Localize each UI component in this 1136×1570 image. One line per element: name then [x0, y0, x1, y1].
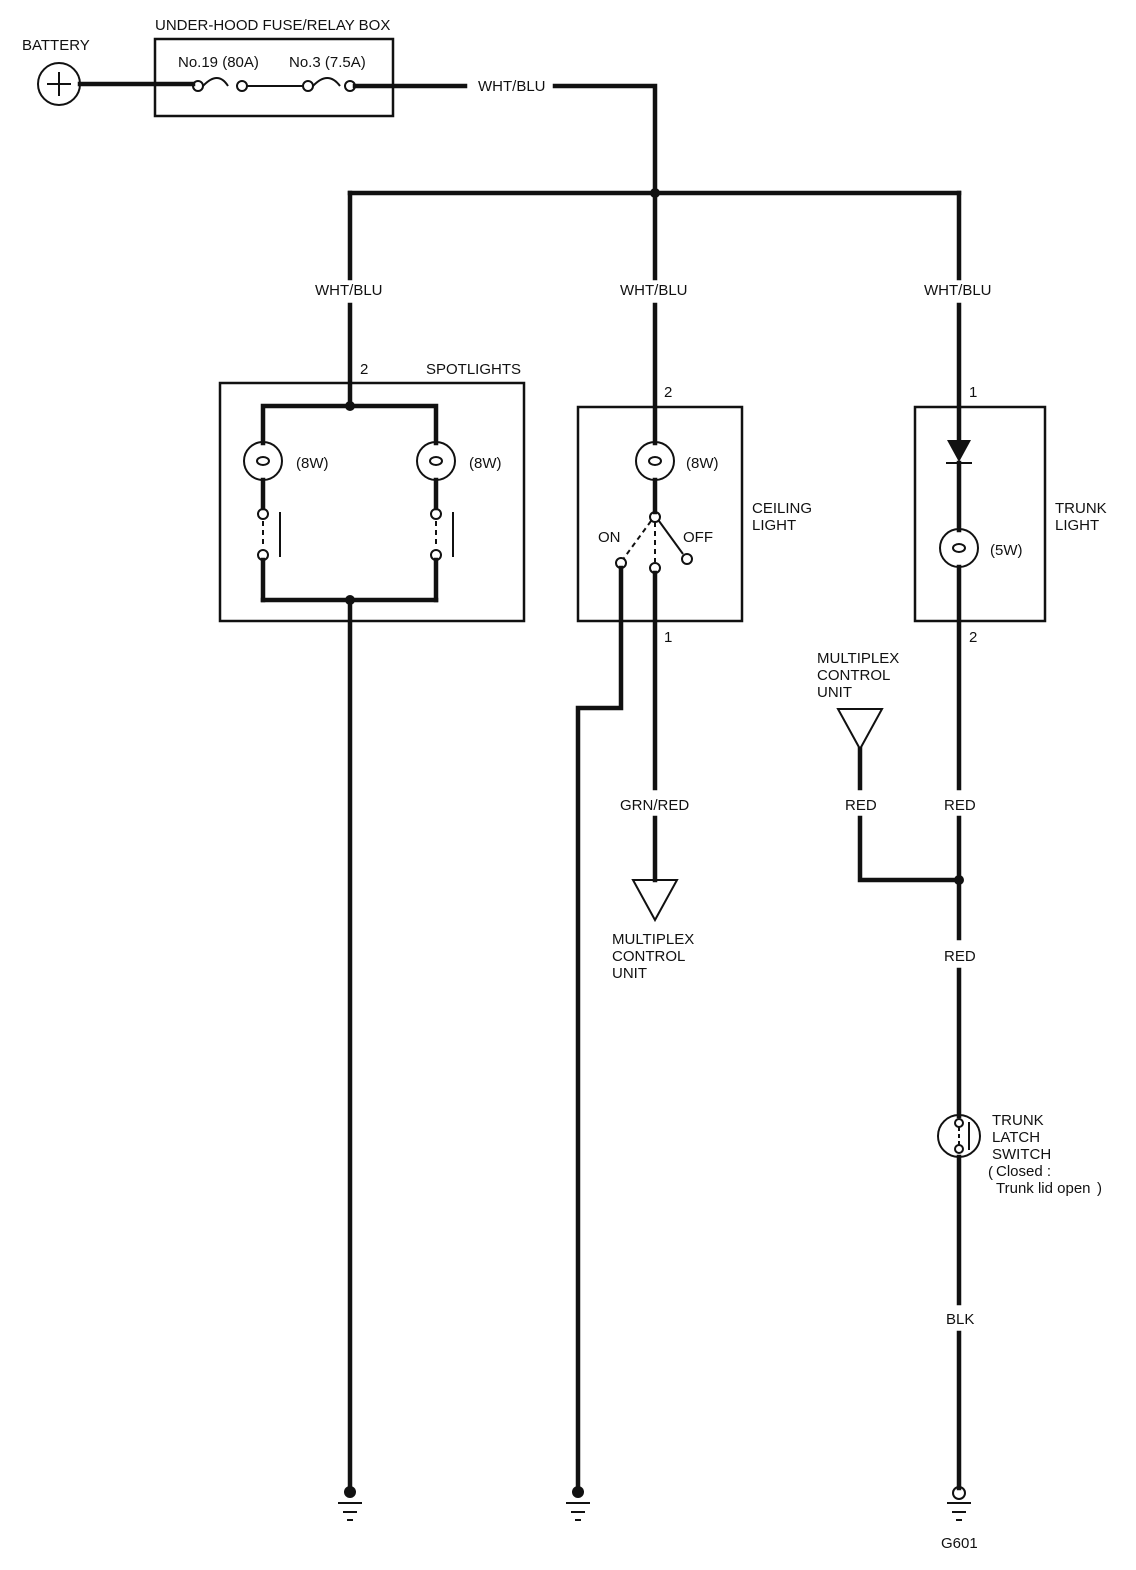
- ceiling-bulb-icon: [635, 441, 675, 481]
- spot-right-switch-icon: [430, 508, 454, 561]
- ceiling-title-2: LIGHT: [752, 517, 796, 534]
- trunk-red-junction: [954, 875, 964, 885]
- trunk-light-box: [913, 405, 1047, 623]
- spot-right-bulb-icon: [416, 441, 456, 481]
- latch-line3: SWITCH: [992, 1146, 1051, 1163]
- fuse-box-title: UNDER-HOOD FUSE/RELAY BOX: [155, 17, 390, 34]
- latch-paren-close: ): [1097, 1180, 1102, 1197]
- mcu-lower-line1: MULTIPLEX: [612, 931, 694, 948]
- spot-left-bulb-label: (8W): [296, 455, 329, 472]
- trunk-title-2: LIGHT: [1055, 517, 1099, 534]
- spotlights-box: [218, 381, 526, 623]
- main-feed-wire: [552, 83, 658, 196]
- main-wire-label: WHT/BLU: [478, 78, 546, 95]
- spot-top-rail: [260, 403, 439, 446]
- spot-ground-icon: [338, 1486, 362, 1521]
- ceiling-switch-icon: [615, 511, 693, 574]
- spot-top-junction: [345, 401, 355, 411]
- trunk-wire-label: WHT/BLU: [924, 282, 992, 299]
- battery-symbol: [37, 62, 81, 106]
- mcu-lower-line2: CONTROL: [612, 948, 685, 965]
- fuse-3-label: No.3 (7.5A): [289, 54, 366, 71]
- ceiling-title-1: CEILING: [752, 500, 812, 517]
- mcu-upper-line2: CONTROL: [817, 667, 890, 684]
- ceiling-light-box: [576, 405, 744, 623]
- trunk-pin-bottom: 2: [969, 629, 977, 646]
- latch-line1: TRUNK: [992, 1112, 1044, 1129]
- ceiling-bulb-label: (8W): [686, 455, 719, 472]
- mcu-red-label: RED: [845, 797, 877, 814]
- fuse-19-symbol: [192, 77, 248, 92]
- trunk-red-upper-label: RED: [944, 797, 976, 814]
- mcu-lower-triangle-icon: [631, 879, 679, 923]
- battery-label: BATTERY: [22, 37, 90, 54]
- ceiling-on-ground-wire: [575, 565, 624, 1493]
- mcu-upper-line1: MULTIPLEX: [817, 650, 899, 667]
- trunk-title-1: TRUNK: [1055, 500, 1107, 517]
- trunk-bulb-label: (5W): [990, 542, 1023, 559]
- ceiling-pin-bottom: 1: [664, 629, 672, 646]
- trunk-latch-switch-icon: [937, 1114, 981, 1158]
- ceiling-pin-top: 2: [664, 384, 672, 401]
- mcu-lower-line3: UNIT: [612, 965, 647, 982]
- mcu-upper-triangle-icon: [836, 708, 884, 752]
- fuse-19-label: No.19 (80A): [178, 54, 259, 71]
- trunk-red-lower-label: RED: [944, 948, 976, 965]
- trunk-ground-icon: [947, 1486, 971, 1521]
- trunk-pin-top: 1: [969, 384, 977, 401]
- ceiling-off-label: OFF: [683, 529, 713, 546]
- ground-label: G601: [941, 1535, 978, 1552]
- ceiling-out-wire-label: GRN/RED: [620, 797, 689, 814]
- spot-left-bulb-icon: [243, 441, 283, 481]
- spot-wire-label: WHT/BLU: [315, 282, 383, 299]
- ceiling-on-label: ON: [598, 529, 621, 546]
- spot-pin-label: 2: [360, 361, 368, 378]
- spot-right-bulb-label: (8W): [469, 455, 502, 472]
- trunk-bulb-icon: [939, 528, 979, 568]
- spot-left-switch-icon: [257, 508, 281, 561]
- latch-line2: LATCH: [992, 1129, 1040, 1146]
- mcu-upper-line3: UNIT: [817, 684, 852, 701]
- spotlights-title: SPOTLIGHTS: [426, 361, 521, 378]
- trunk-diode-icon: [946, 440, 972, 464]
- fuse-box: [153, 37, 395, 118]
- trunk-ground-wire-label: BLK: [946, 1311, 974, 1328]
- ceiling-wire-label: WHT/BLU: [620, 282, 688, 299]
- fuse-3-symbol: [302, 77, 356, 92]
- ceiling-ground-icon: [566, 1486, 590, 1521]
- latch-paren-open: (: [988, 1164, 993, 1181]
- latch-note1: Closed :: [996, 1163, 1051, 1180]
- latch-note2: Trunk lid open: [996, 1180, 1091, 1197]
- mcu-upper-link-wire: [857, 815, 962, 883]
